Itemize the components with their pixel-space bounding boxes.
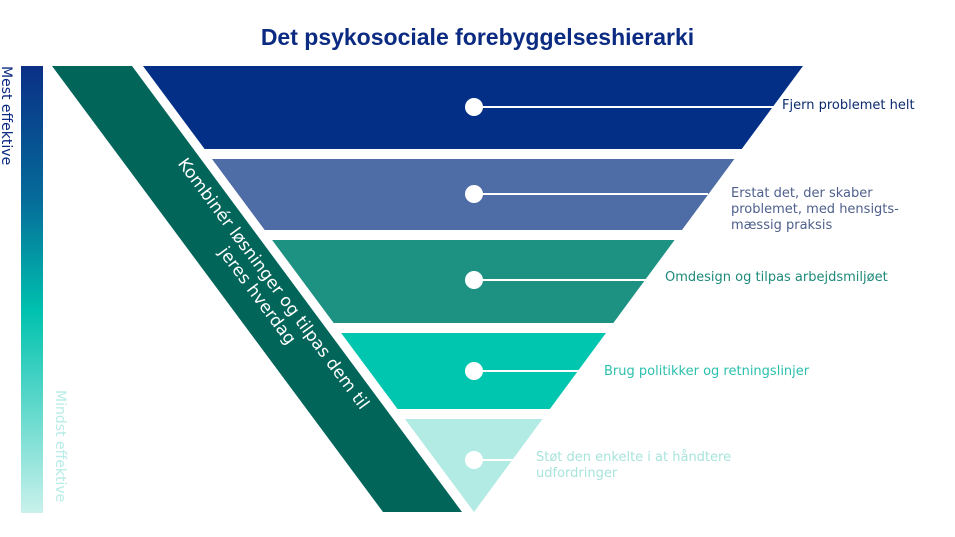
level-3-label: Omdesign og tilpas arbejdsmiljøet (665, 270, 888, 285)
level-3-dot (465, 271, 483, 289)
level-4-label: Brug politikker og retningslinjer (604, 364, 810, 379)
combine-band (52, 66, 462, 512)
effectiveness-gradient-bar (21, 66, 43, 513)
level-1-dot (465, 98, 483, 116)
least-effective-label: Mindst effektive (52, 390, 68, 503)
page-title: Det psykosociale forebyggelseshierarki (260, 24, 695, 50)
level-4-dot (465, 362, 483, 380)
level-5-dot (465, 451, 483, 469)
level-5-label: Støt den enkelte i at håndtere udfordrin… (536, 450, 732, 481)
level-2-label: Erstat det, der skaber problemet, med he… (731, 186, 899, 233)
level-1-label: Fjern problemet helt (782, 98, 915, 113)
level-2-dot (465, 185, 483, 203)
most-effective-label: Mest effektive (0, 66, 14, 166)
